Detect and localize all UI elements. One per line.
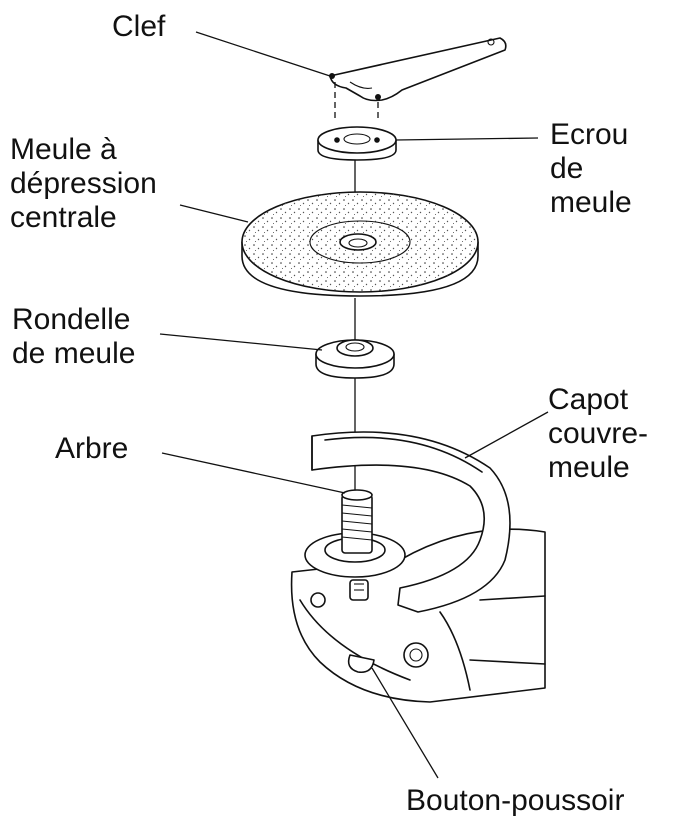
- leader-lines: [159, 31, 549, 779]
- label-arbre: Arbre: [55, 432, 129, 465]
- spindle-part: [341, 489, 373, 554]
- label-ecrou-de-meule: Ecrou de meule: [550, 118, 632, 219]
- wheel-guard-part: [311, 431, 511, 613]
- label-capot-couvre-meule: Capot couvre- meule: [548, 383, 649, 484]
- grinding-wheel-part: [241, 191, 479, 297]
- wrench-part: [329, 37, 507, 102]
- label-bouton-poussoir: Bouton-poussoir: [406, 784, 625, 817]
- label-clef: Clef: [112, 10, 166, 43]
- label-rondelle-de-meule: Rondelle de meule: [12, 303, 136, 370]
- label-meule-depression-centrale: Meule à dépression centrale: [10, 133, 157, 234]
- grinder-body: [290, 528, 546, 703]
- inner-flange-part: [315, 339, 395, 379]
- wheel-nut-part: [317, 126, 397, 161]
